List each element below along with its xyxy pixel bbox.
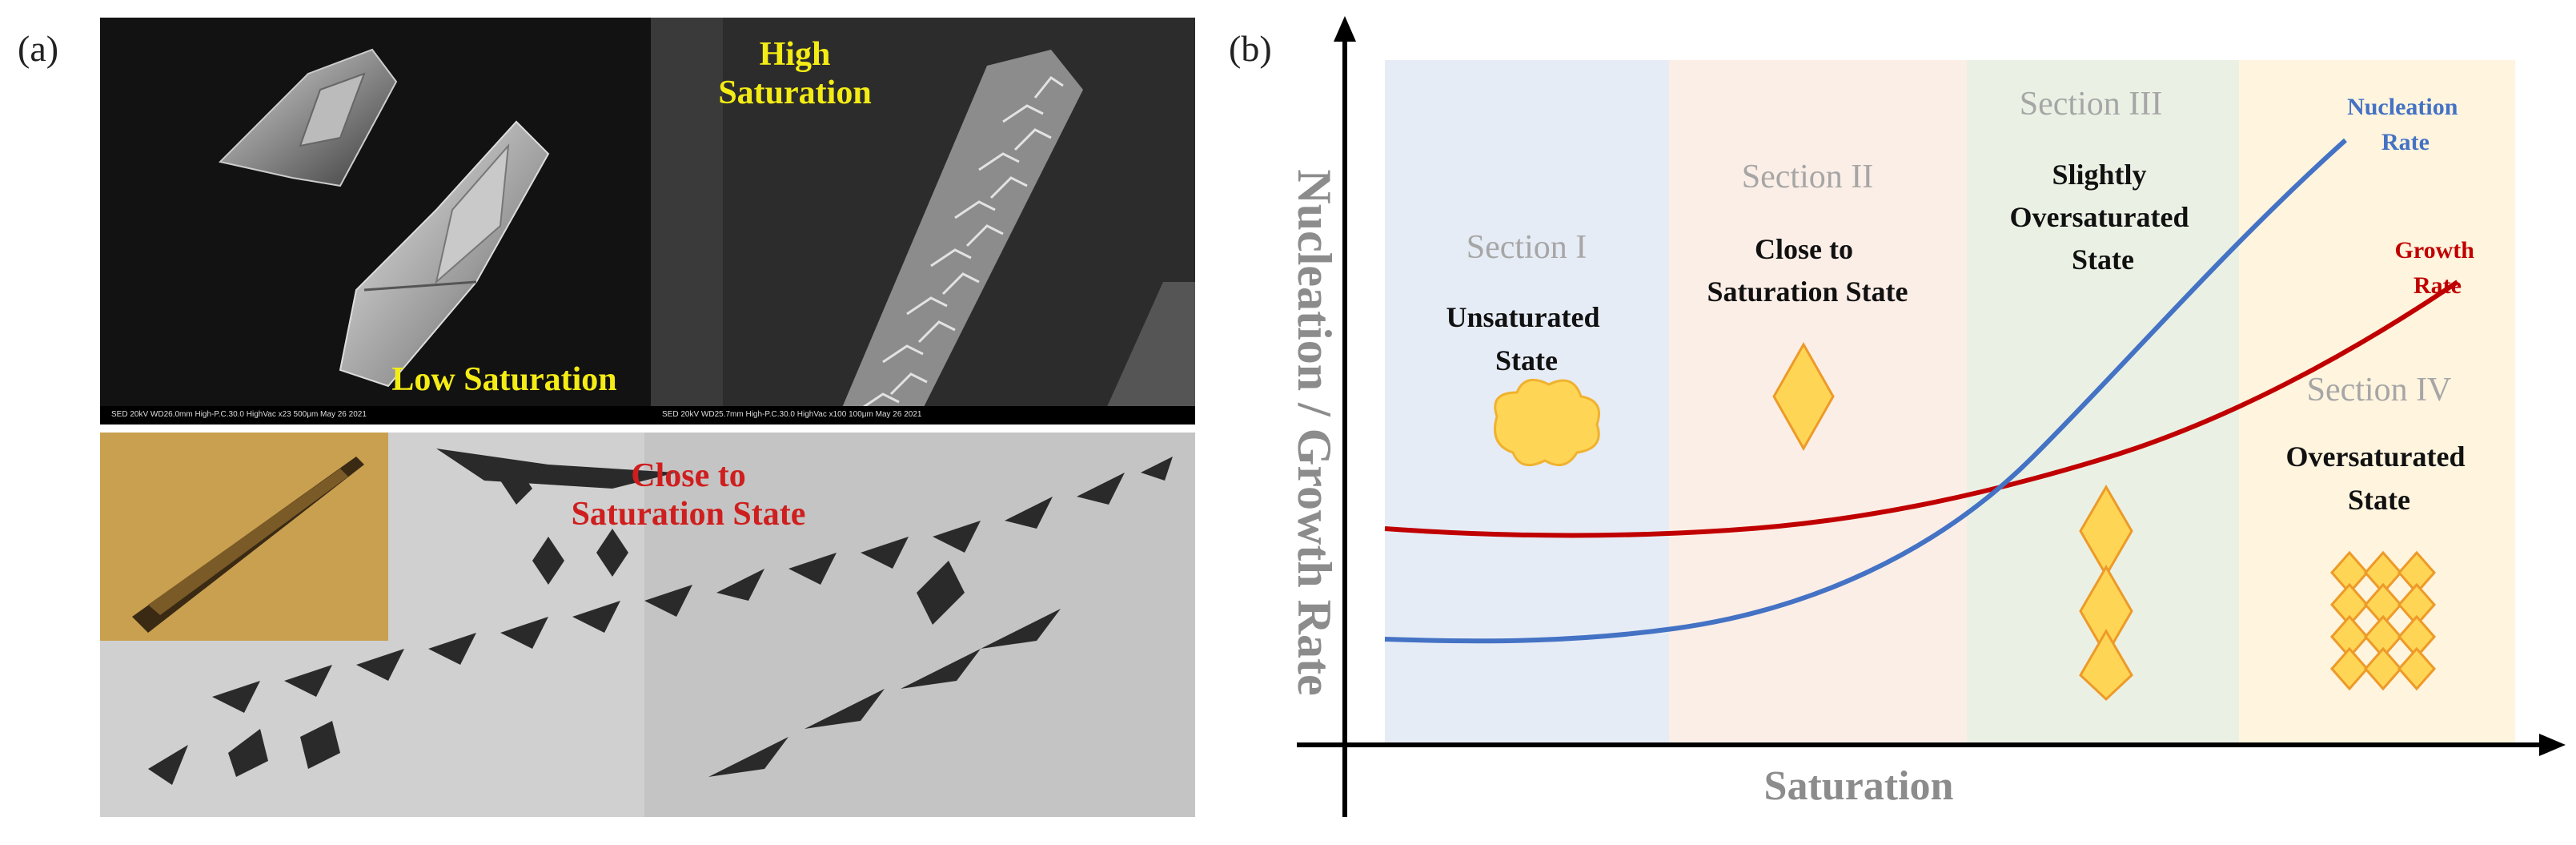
- optical-image-close-to-saturation: Close to Saturation State: [100, 433, 1195, 817]
- crystal-section-2: [1772, 341, 1835, 452]
- section-2-state-line-2: Saturation State: [1707, 276, 1908, 308]
- section-4-title: Section IV: [2307, 372, 2452, 408]
- section-4-state: Oversaturated State: [2286, 441, 2473, 516]
- unsaturated-cloud-shape: [1494, 378, 1600, 467]
- section-2-state: Close to Saturation State: [1707, 233, 1908, 308]
- nucleation-rate-curve: [1384, 138, 2348, 644]
- nucleation-rate-label-line-1: Nucleation: [2347, 94, 2458, 120]
- section-3-state: Slightly Oversaturated State: [2010, 159, 2197, 276]
- saturation-rate-diagram: Section I Section II Section III Section…: [1288, 16, 2566, 817]
- section-3-state-line-1: Slightly: [2052, 159, 2146, 191]
- nucleation-rate-label: Nucleation Rate: [2347, 94, 2464, 155]
- section-2-state-line-1: Close to: [1755, 233, 1853, 265]
- y-axis-arrowhead: [1334, 16, 1356, 42]
- crystal-section-3-bottom: [2079, 629, 2133, 702]
- section-1-state-line-2: State: [1495, 344, 1558, 376]
- crystal-stack-section-3: [2079, 485, 2133, 702]
- sem-right-footer: SED 20kV WD25.7mm High-P.C.30.0 HighVac …: [662, 410, 922, 419]
- sem-image-low-saturation: SED 20kV WD26.0mm High-P.C.30.0 HighVac …: [100, 18, 651, 425]
- x-axis-label: Saturation: [1764, 763, 1954, 809]
- growth-rate-label-line-1: Growth: [2395, 237, 2475, 264]
- nucleation-rate-label-line-2: Rate: [2381, 129, 2430, 155]
- section-3-title: Section III: [2020, 86, 2162, 123]
- section-1-title: Section I: [1467, 229, 1587, 266]
- high-saturation-crystal-band: [651, 18, 1195, 425]
- growth-rate-label: Growth Rate: [2395, 237, 2481, 299]
- crystal-section-4-r4c2: [2364, 646, 2402, 691]
- section-4-state-line-2: State: [2348, 484, 2410, 516]
- section-3-state-line-3: State: [2072, 243, 2134, 276]
- sem-image-high-saturation: SED 20kV WD25.7mm High-P.C.30.0 HighVac …: [651, 18, 1195, 425]
- close-to-saturation-label: Close to Saturation State: [571, 457, 806, 533]
- sem-left-footer: SED 20kV WD26.0mm High-P.C.30.0 HighVac …: [111, 410, 367, 419]
- growth-rate-label-line-2: Rate: [2413, 272, 2462, 299]
- section-3-state-line-2: Oversaturated: [2010, 201, 2189, 233]
- panel-a-label: (a): [18, 28, 59, 69]
- section-1-state: Unsaturated State: [1446, 301, 1607, 376]
- crystal-section-4-r4c1: [2330, 646, 2369, 691]
- x-axis-arrowhead: [2539, 734, 2566, 756]
- y-axis-label: Nucleation / Growth Rate: [1288, 169, 1341, 695]
- crystal-grid-section-4: [2330, 550, 2436, 691]
- low-saturation-label: Low Saturation: [391, 361, 617, 398]
- dendritic-crystals: [100, 433, 1195, 817]
- section-2-title: Section II: [1742, 159, 1873, 195]
- high-saturation-label: High Saturation: [718, 36, 872, 112]
- crystal-section-4-r4c3: [2397, 646, 2436, 691]
- low-saturation-crystals: [100, 18, 651, 425]
- growth-rate-curve: [1384, 280, 2459, 538]
- section-1-state-line-1: Unsaturated: [1446, 301, 1599, 333]
- panel-b-label: (b): [1229, 28, 1272, 69]
- section-4-state-line-1: Oversaturated: [2286, 441, 2466, 473]
